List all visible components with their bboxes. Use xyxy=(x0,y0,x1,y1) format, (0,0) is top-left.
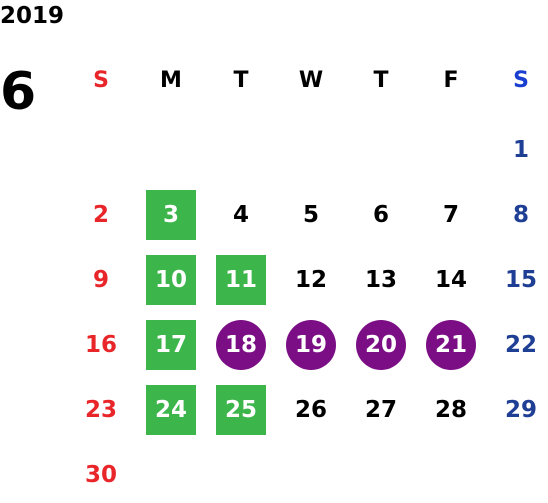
weekday-header-tuesday: T xyxy=(233,67,249,93)
calendar-day-3: 3 xyxy=(146,190,196,240)
calendar-day-9: 9 xyxy=(92,267,109,293)
calendar-day-10: 10 xyxy=(146,255,196,305)
calendar-day-13: 13 xyxy=(364,267,397,293)
calendar-day-7: 7 xyxy=(442,202,459,228)
calendar-day-20: 20 xyxy=(356,320,406,370)
calendar-day-16: 16 xyxy=(84,332,117,358)
calendar-day-27: 27 xyxy=(364,397,397,423)
weekday-header-sunday: S xyxy=(93,67,109,93)
calendar-day-14: 14 xyxy=(434,267,467,293)
weekday-header-saturday: S xyxy=(513,67,529,93)
weekday-header-thursday: T xyxy=(373,67,389,93)
calendar-day-25: 25 xyxy=(216,385,266,435)
calendar-day-15: 15 xyxy=(504,267,537,293)
calendar-day-21: 21 xyxy=(426,320,476,370)
calendar-day-30: 30 xyxy=(84,462,117,488)
weekday-header-monday: M xyxy=(160,67,182,93)
calendar-day-12: 12 xyxy=(294,267,327,293)
calendar-month: 6 xyxy=(0,62,37,122)
calendar-year: 2019 xyxy=(0,3,65,29)
calendar-day-11: 11 xyxy=(216,255,266,305)
calendar-day-22: 22 xyxy=(504,332,537,358)
calendar-day-29: 29 xyxy=(504,397,537,423)
weekday-header-friday: F xyxy=(443,67,459,93)
calendar-day-18: 18 xyxy=(216,320,266,370)
calendar-day-23: 23 xyxy=(84,397,117,423)
calendar-day-8: 8 xyxy=(512,202,529,228)
calendar-day-4: 4 xyxy=(232,202,249,228)
calendar-day-19: 19 xyxy=(286,320,336,370)
calendar-day-2: 2 xyxy=(92,202,109,228)
weekday-header-wednesday: W xyxy=(298,67,324,93)
calendar-day-1: 1 xyxy=(512,137,529,163)
calendar-day-26: 26 xyxy=(294,397,327,423)
calendar-day-17: 17 xyxy=(146,320,196,370)
calendar-day-6: 6 xyxy=(372,202,389,228)
calendar-day-5: 5 xyxy=(302,202,319,228)
calendar-day-24: 24 xyxy=(146,385,196,435)
calendar-day-28: 28 xyxy=(434,397,467,423)
